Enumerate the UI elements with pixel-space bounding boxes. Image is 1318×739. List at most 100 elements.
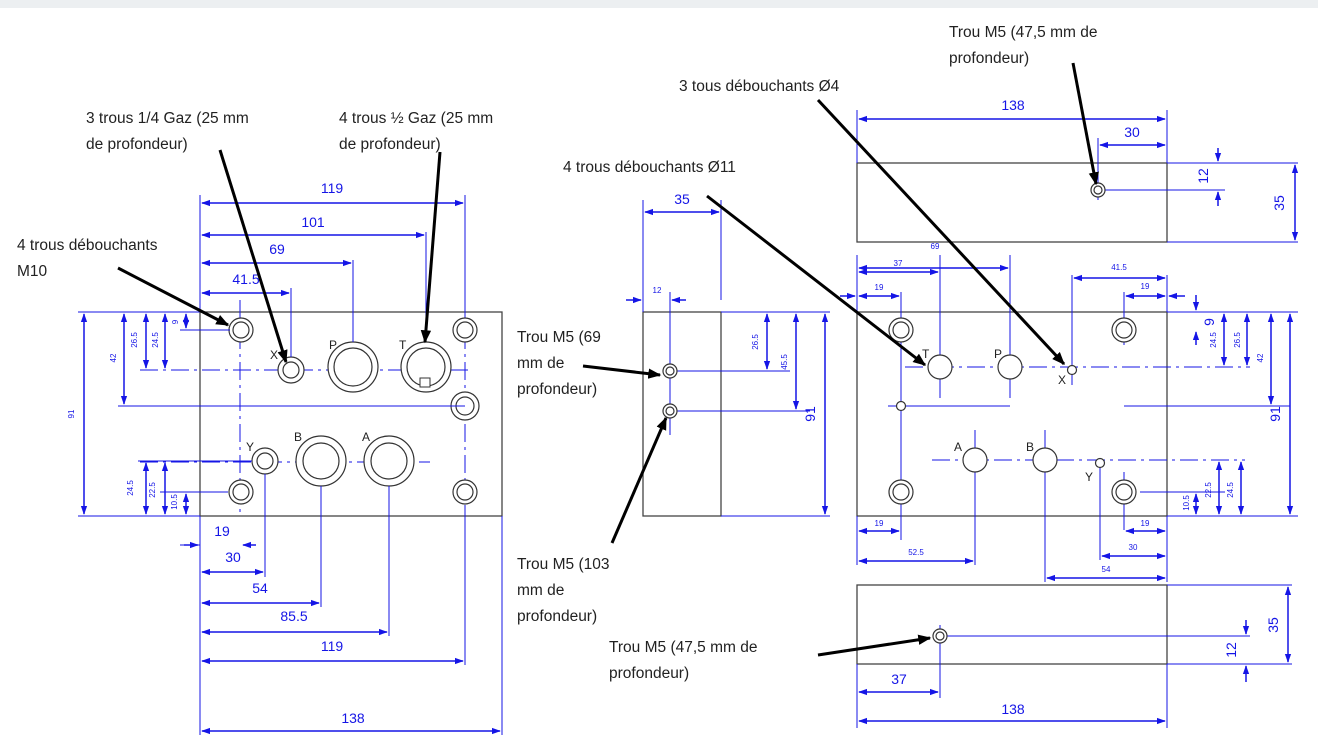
dim-101: 101 xyxy=(301,214,325,230)
m10-hole-bl xyxy=(228,479,254,505)
m5-hole-top xyxy=(1090,182,1106,198)
leader-deb4 xyxy=(816,98,1066,366)
top-view: 138 30 12 35 xyxy=(856,97,1299,243)
rear-dim-41-5: 41.5 xyxy=(1111,263,1127,272)
leader-m5-103 xyxy=(610,416,668,544)
dim-69: 69 xyxy=(269,241,285,257)
side-dim-12: 12 xyxy=(653,286,662,295)
side-dim-26-5: 26.5 xyxy=(751,334,760,350)
port-x-hole xyxy=(277,356,305,384)
leader-m5-69 xyxy=(582,364,662,379)
port-t-label: T xyxy=(399,338,407,352)
rear-hole-bl xyxy=(888,479,914,505)
side-view: 35 12 26.5 45.5 91 xyxy=(626,191,830,517)
rear-dim-22-5: 22.5 xyxy=(1204,482,1213,498)
port-a-label: A xyxy=(362,430,370,444)
rear-block-outline xyxy=(856,311,1168,517)
rear-hole-y-4mm xyxy=(1094,457,1106,469)
top-bar xyxy=(0,0,1318,8)
top-dim-138: 138 xyxy=(1001,97,1025,113)
rear-dim-24-5-upper: 24.5 xyxy=(1209,332,1218,348)
port-y-label: Y xyxy=(246,440,254,454)
rear-port-a xyxy=(962,447,988,473)
rear-dim-19-bl: 19 xyxy=(875,519,884,528)
rear-dim-52-5: 52.5 xyxy=(908,548,924,557)
rear-hole-tl xyxy=(888,317,914,343)
top-dim-35: 35 xyxy=(1271,195,1287,211)
dim-119-bottom: 119 xyxy=(321,638,344,654)
note-m5-47-5-bottom: Trou M5 (47,5 mm de profondeur) xyxy=(609,639,758,682)
dim-24-5-upper: 24.5 xyxy=(151,332,160,348)
rear-hole-4mm xyxy=(895,400,907,412)
top-dim-30: 30 xyxy=(1124,124,1140,140)
note-gaz-half: 4 trous ½ Gaz (25 mm de profondeur) xyxy=(339,110,494,153)
dim-91-left: 91 xyxy=(67,409,76,418)
note-deb4: 3 tous débouchants Ø4 xyxy=(679,78,840,95)
dim-138-bottom: 138 xyxy=(341,710,365,726)
bottom-block-outline xyxy=(856,584,1168,665)
rear-hole-x-4mm xyxy=(1066,364,1078,376)
m5-hole-69 xyxy=(662,363,678,379)
note-m5-47-5-top: Trou M5 (47,5 mm de profondeur) xyxy=(949,24,1098,67)
rear-port-t xyxy=(927,354,953,380)
block-outline xyxy=(199,311,503,517)
leader-gaz12 xyxy=(420,151,442,344)
leader-m5-top xyxy=(1071,62,1099,186)
bottom-view: 37 138 12 35 xyxy=(856,584,1292,728)
rear-dim-19-tr: 19 xyxy=(1141,282,1150,291)
rear-port-x-label: X xyxy=(1058,373,1066,387)
port-a-hole xyxy=(363,435,415,487)
side-block-outline xyxy=(642,311,722,517)
leader-m5-bottom xyxy=(817,634,932,657)
port-p-label: P xyxy=(329,338,337,352)
rear-port-y-label: Y xyxy=(1085,470,1093,484)
dim-19-bottom: 19 xyxy=(214,523,230,539)
rear-dim-26-5: 26.5 xyxy=(1233,332,1242,348)
rear-dim-24-5-lower: 24.5 xyxy=(1226,482,1235,498)
dim-26-5: 26.5 xyxy=(130,332,139,348)
rear-port-p xyxy=(997,354,1023,380)
port-b-hole xyxy=(295,435,347,487)
rear-dim-9: 9 xyxy=(1201,318,1217,326)
note-deb11: 4 trous débouchants Ø11 xyxy=(563,159,736,176)
rear-view: T P X A B Y 69 37 19 41.5 19 9 24.5 26.5… xyxy=(840,242,1298,582)
top-block-outline xyxy=(856,162,1168,243)
rear-dim-37-top: 37 xyxy=(894,259,903,268)
dim-22-5: 22.5 xyxy=(148,482,157,498)
rear-dim-19-br: 19 xyxy=(1141,519,1150,528)
rear-dim-30: 30 xyxy=(1129,543,1138,552)
rear-port-b xyxy=(1032,447,1058,473)
leader-deb11 xyxy=(706,194,927,367)
side-dim-91: 91 xyxy=(802,406,818,422)
side-dim-35: 35 xyxy=(674,191,690,207)
top-dim-12: 12 xyxy=(1195,168,1211,184)
bottom-dim-35: 35 xyxy=(1265,617,1281,633)
dim-9: 9 xyxy=(171,319,180,324)
leader-arrows xyxy=(117,62,1099,657)
port-y-hole xyxy=(251,447,279,475)
rear-port-p-label: P xyxy=(994,347,1002,361)
m5-hole-103 xyxy=(662,403,678,419)
port-x-label: X xyxy=(270,348,278,362)
dim-41-5: 41.5 xyxy=(232,271,259,287)
rear-hole-br xyxy=(1111,479,1137,505)
port-p-hole xyxy=(327,341,379,393)
m10-hole-br xyxy=(452,479,478,505)
m10-hole-tl xyxy=(228,317,254,343)
port-t-hole xyxy=(400,341,452,393)
side-dim-45-5: 45.5 xyxy=(780,354,789,370)
dim-24-5-lower: 24.5 xyxy=(126,480,135,496)
rear-dim-10-5: 10.5 xyxy=(1182,495,1191,511)
rear-hole-tr xyxy=(1111,317,1137,343)
rear-port-a-label: A xyxy=(954,440,962,454)
leader-m10 xyxy=(117,266,230,327)
bottom-dim-37: 37 xyxy=(891,671,907,687)
note-m10: 4 trous débouchants M10 xyxy=(17,237,158,280)
dim-54-bottom: 54 xyxy=(252,580,268,596)
bottom-dim-12: 12 xyxy=(1223,642,1239,658)
rear-dim-91: 91 xyxy=(1267,406,1283,422)
rear-dim-54: 54 xyxy=(1102,565,1111,574)
rear-dim-19-tl: 19 xyxy=(875,283,884,292)
m5-hole-bottom xyxy=(932,628,948,644)
note-m5-69: Trou M5 (69 mm de profondeur) xyxy=(517,329,601,398)
